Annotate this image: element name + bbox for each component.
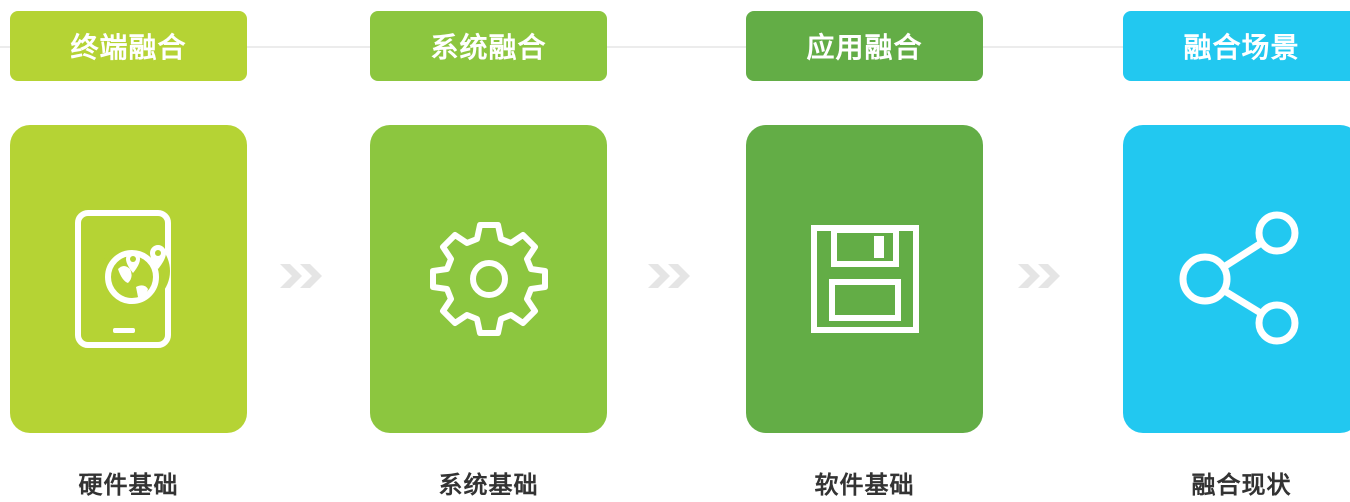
stage-1-caption: 硬件基础 (78, 471, 179, 499)
floppy-disk-icon (810, 225, 919, 333)
stage-4-card (1123, 125, 1350, 433)
stage-3-caption: 软件基础 (814, 471, 915, 499)
stage-4-title: 融合场景 (1183, 31, 1300, 64)
share-icon (1179, 211, 1298, 345)
stage-3-header: 应用融合 (746, 11, 983, 81)
double-chevron-right-icon (280, 264, 322, 288)
timeline-divider (0, 46, 1350, 48)
stage-1-header: 终端融合 (10, 11, 247, 81)
stage-1-card (10, 125, 247, 433)
stage-4-caption: 融合现状 (1191, 471, 1292, 499)
stage-2-title: 系统融合 (430, 31, 547, 64)
tablet-globe-location-icon (74, 210, 171, 348)
stage-1-title: 终端融合 (70, 31, 187, 64)
gear-icon (429, 222, 548, 336)
stage-3-title: 应用融合 (806, 31, 923, 64)
double-chevron-right-icon (1018, 264, 1060, 288)
stage-2-card (370, 125, 607, 433)
double-chevron-right-icon (648, 264, 690, 288)
stage-4-header: 融合场景 (1123, 11, 1350, 81)
stage-2-caption: 系统基础 (438, 471, 539, 499)
stage-3-card (746, 125, 983, 433)
stage-2-header: 系统融合 (370, 11, 607, 81)
